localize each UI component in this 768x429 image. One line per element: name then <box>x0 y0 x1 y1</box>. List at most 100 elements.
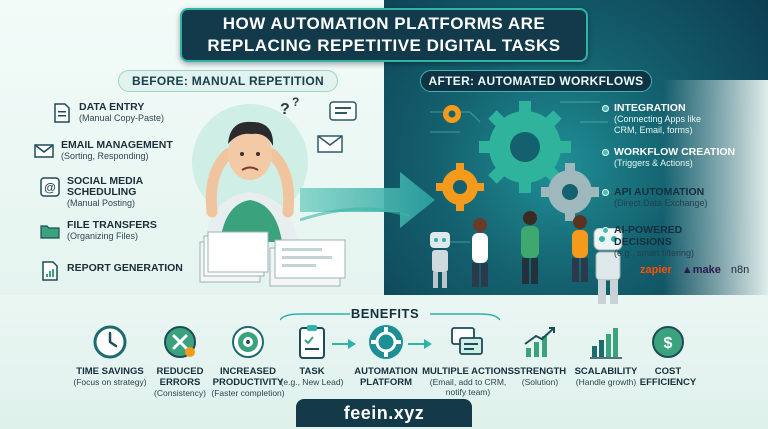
robot-illustration <box>593 228 623 304</box>
task-sub: (Sorting, Responding) <box>61 151 149 161</box>
task-sub: (Organizing Files) <box>67 231 139 241</box>
money-icon: $ <box>648 322 688 362</box>
task-sub: (Manual Copy-Paste) <box>79 113 165 123</box>
bullet-dot <box>602 105 609 112</box>
clipboard-icon <box>292 322 332 362</box>
report-icon <box>40 260 60 282</box>
feature-name: WORKFLOW CREATION <box>614 146 736 158</box>
feature-sub: (Connecting Apps like <box>614 114 702 124</box>
benefit-scalability: SCALABILITY (Handle growth) <box>562 322 650 387</box>
bar-chart-icon <box>586 322 626 362</box>
feature-name-2: DECISIONS <box>614 236 672 248</box>
benefit-name: INCREASED <box>220 366 276 377</box>
benefit-name: SCALABILITY <box>574 366 638 377</box>
title-banner: HOW AUTOMATION PLATFORMS ARE REPLACING R… <box>180 8 588 62</box>
svg-text:@: @ <box>44 181 56 195</box>
task-email-management: EMAIL MANAGEMENT (Sorting, Responding) <box>34 140 173 162</box>
svg-text:$: $ <box>664 335 673 352</box>
benefit-name: TIME SAVINGS <box>76 366 144 377</box>
transition-arrow <box>300 172 435 228</box>
platform-logos: zapier ▲make n8n <box>640 264 749 276</box>
benefit-time-savings: TIME SAVINGS (Focus on strategy) <box>66 322 154 387</box>
folder-icon <box>40 220 60 242</box>
clock-icon <box>90 322 130 362</box>
feature-workflow-creation: WORKFLOW CREATION (Triggers & Actions) <box>602 146 736 169</box>
benefit-name-2: PLATFORM <box>359 377 413 388</box>
benefit-cost-efficiency: $ COST EFFICIENCY <box>624 322 712 388</box>
benefit-name-2: ERRORS <box>159 377 201 388</box>
document-icon <box>52 102 72 124</box>
benefit-name: COST <box>654 366 682 377</box>
envelope-icon <box>34 140 54 162</box>
before-label: BEFORE: MANUAL REPETITION <box>118 70 338 92</box>
benefit-automation-platform: AUTOMATION PLATFORM <box>342 322 430 388</box>
feature-sub: (Direct Data Exchange) <box>614 198 708 208</box>
benefit-task: TASK (e.g., New Lead) <box>268 322 356 387</box>
benefit-sub: (Solution) <box>521 377 559 387</box>
stressed-worker-illustration: ? ? <box>192 95 357 287</box>
task-sub: (Manual Posting) <box>67 198 136 208</box>
benefit-sub-2: notify team) <box>445 387 491 397</box>
feature-integration: INTEGRATION (Connecting Apps like CRM, E… <box>602 102 702 136</box>
benefit-name-2: EFFICIENCY <box>639 377 697 388</box>
bullet-dot <box>602 227 609 234</box>
brand-footer: feein.xyz <box>296 399 472 427</box>
benefit-sub: (Consistency) <box>154 388 206 398</box>
flow-arrow <box>408 339 432 349</box>
automation-gears-illustration <box>430 101 608 288</box>
title-line-1: HOW AUTOMATION PLATFORMS ARE <box>222 14 546 33</box>
svg-text:?: ? <box>280 101 290 118</box>
target-icon <box>228 322 268 362</box>
benefits-connector-line <box>280 313 500 321</box>
feature-name: AI-POWERED <box>614 224 683 236</box>
after-label: AFTER: AUTOMATED WORKFLOWS <box>420 70 652 92</box>
task-name: REPORT GENERATION <box>67 262 183 274</box>
benefit-name: REDUCED <box>156 366 204 377</box>
benefit-multiple-actions: MULTIPLE ACTIONS (Email, add to CRM, not… <box>420 322 516 397</box>
make-logo: ▲make <box>681 264 721 276</box>
benefit-sub: (e.g., New Lead) <box>280 377 344 387</box>
growth-chart-icon <box>520 322 560 362</box>
task-name: DATA ENTRY <box>79 101 145 113</box>
flow-arrow <box>332 339 356 349</box>
benefit-name-2: PRODUCTIVITY <box>212 377 284 388</box>
benefit-name: AUTOMATION <box>354 366 418 377</box>
task-data-entry: DATA ENTRY (Manual Copy-Paste) <box>52 102 164 124</box>
benefit-name: STRENGTH <box>513 366 567 377</box>
feature-ai-decisions: AI-POWERED DECISIONS (e.g., smart filter… <box>602 224 695 259</box>
bullet-dot <box>602 149 609 156</box>
benefit-strength: STRENGTH (Solution) <box>496 322 584 387</box>
task-file-transfers: FILE TRANSFERS (Organizing Files) <box>40 220 157 242</box>
benefit-sub: (Handle growth) <box>575 377 637 387</box>
task-report-generation: REPORT GENERATION <box>40 260 183 282</box>
benefit-name: TASK <box>299 366 325 377</box>
feature-sub: (Triggers & Actions) <box>614 158 693 168</box>
platform-gear-icon <box>366 322 406 362</box>
feature-name: API AUTOMATION <box>614 186 705 198</box>
svg-text:?: ? <box>292 95 299 109</box>
task-name: SOCIAL MEDIA <box>67 175 144 187</box>
benefits-title: BENEFITS <box>350 306 420 321</box>
benefit-sub: (Email, add to CRM, <box>429 377 507 387</box>
task-name-2: SCHEDULING <box>67 186 137 198</box>
feature-sub-2: CRM, Email, forms) <box>614 125 693 135</box>
feature-name: INTEGRATION <box>614 102 686 114</box>
title-line-2: REPLACING REPETITIVE DIGITAL TASKS <box>207 36 561 55</box>
at-sign-icon: @ <box>40 176 60 198</box>
benefit-sub: (Faster completion) <box>211 388 285 398</box>
benefit-sub: (Focus on strategy) <box>73 377 147 387</box>
task-name: EMAIL MANAGEMENT <box>61 139 173 151</box>
error-x-icon <box>160 322 200 362</box>
zapier-logo: zapier <box>640 264 672 276</box>
benefit-name: MULTIPLE ACTIONS <box>422 366 514 377</box>
feature-sub: (e.g., smart filtering) <box>614 248 695 258</box>
feature-api-automation: API AUTOMATION (Direct Data Exchange) <box>602 186 708 209</box>
benefit-increased-productivity: INCREASED PRODUCTIVITY (Faster completio… <box>204 322 292 398</box>
benefit-reduced-errors: REDUCED ERRORS (Consistency) <box>136 322 224 398</box>
actions-icon <box>448 322 488 362</box>
task-name: FILE TRANSFERS <box>67 219 157 231</box>
n8n-logo: n8n <box>730 264 750 276</box>
make-logo-text: make <box>692 264 721 276</box>
task-social-media: @ SOCIAL MEDIA SCHEDULING (Manual Postin… <box>40 176 143 209</box>
bullet-dot <box>602 189 609 196</box>
